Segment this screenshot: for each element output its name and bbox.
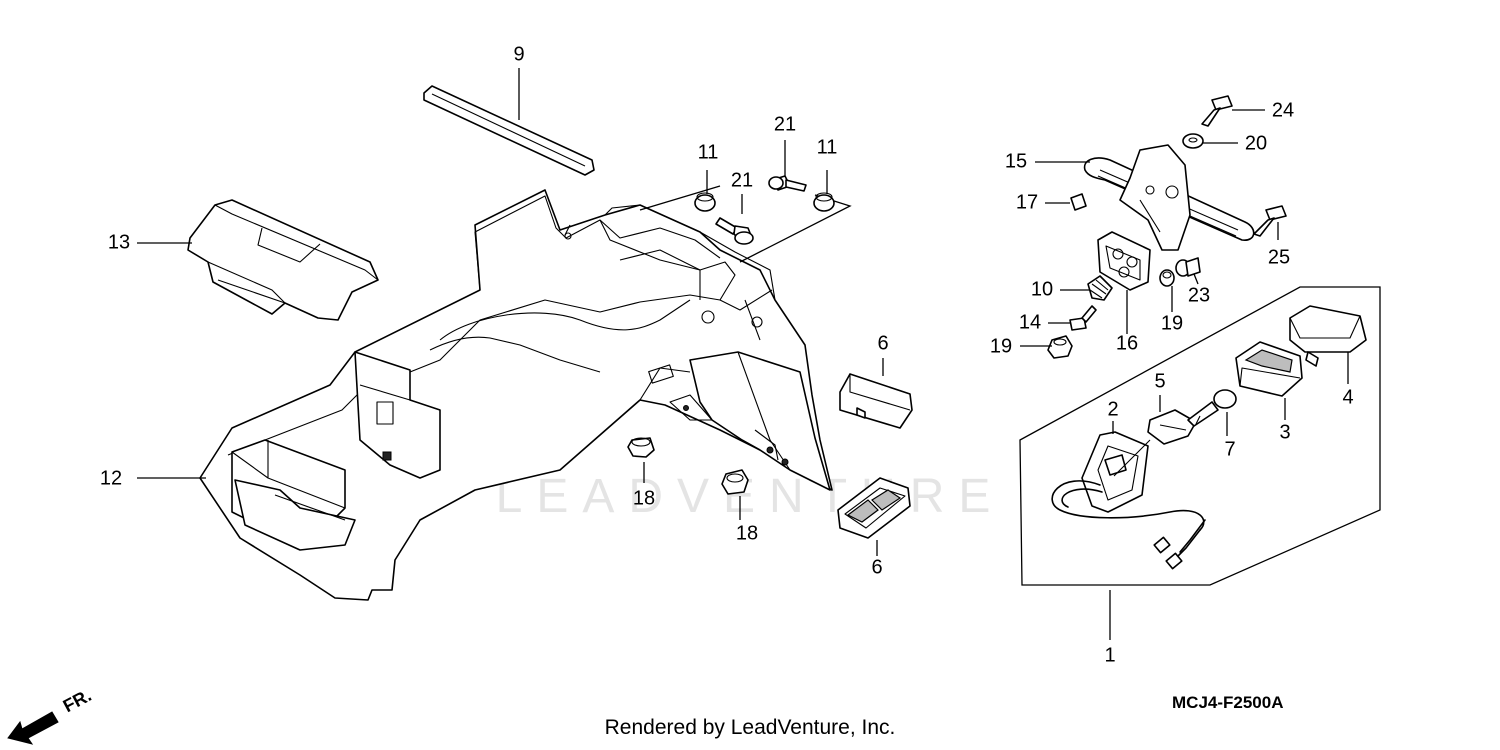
part-20-washer[interactable] (1182, 133, 1204, 149)
part-19-nut-upper[interactable] (1159, 269, 1175, 287)
callout-2: 2 (1107, 398, 1118, 420)
part-25-bolt[interactable] (1253, 205, 1287, 237)
part-18-nut-left[interactable] (627, 437, 655, 458)
diagram-code: MCJ4-F2500A (1172, 693, 1284, 712)
callout-7: 7 (1224, 438, 1235, 460)
callout-21-left: 21 (731, 169, 753, 191)
callout-9: 9 (513, 43, 524, 65)
callout-11-left: 11 (698, 141, 719, 163)
callout-10: 10 (1031, 278, 1053, 300)
part-15-tail-bracket[interactable] (1083, 144, 1255, 251)
callout-23: 23 (1188, 284, 1210, 306)
callout-5: 5 (1154, 370, 1165, 392)
part-19-nut-lower[interactable] (1047, 335, 1073, 359)
part-13-tray-cover[interactable] (187, 199, 379, 321)
part-14-screw[interactable] (1069, 305, 1097, 331)
part-10-spring[interactable] (1087, 275, 1113, 301)
part-6-reflector-lower[interactable] (837, 477, 911, 539)
callout-11-right: 11 (817, 136, 838, 158)
part-11-grommet-right[interactable] (813, 192, 835, 212)
part-12-rear-fender[interactable] (199, 189, 833, 601)
callout-18-left: 18 (633, 487, 655, 509)
callout-16: 16 (1116, 332, 1138, 354)
part-3-inner-lens[interactable] (1235, 341, 1303, 397)
watermark-text: LEADVENTURE (496, 470, 1005, 523)
part-11-grommet-left[interactable] (694, 192, 716, 212)
part-18-nut-right[interactable] (721, 469, 749, 495)
callout-24: 24 (1272, 99, 1294, 121)
callout-6-lower: 6 (871, 556, 882, 578)
part-6-reflector-upper[interactable] (839, 373, 913, 429)
direction-label: FR. (60, 685, 95, 716)
credit-text: Rendered by LeadVenture, Inc. (604, 716, 896, 739)
part-7-bulb[interactable] (1187, 389, 1237, 427)
part-21-bolt-right[interactable] (768, 175, 807, 192)
callout-19-upper: 19 (1161, 312, 1183, 334)
callout-15: 15 (1005, 150, 1027, 172)
part-23-collar[interactable] (1175, 257, 1201, 277)
callout-17: 17 (1016, 191, 1038, 213)
callout-12: 12 (100, 467, 122, 489)
callout-14: 14 (1019, 311, 1041, 333)
callout-20: 20 (1245, 132, 1267, 154)
callout-4: 4 (1342, 386, 1353, 408)
part-24-bolt[interactable] (1201, 95, 1233, 127)
callout-3: 3 (1279, 421, 1290, 443)
callout-25: 25 (1268, 246, 1290, 268)
part-5-gasket[interactable] (1147, 409, 1197, 445)
callout-18-right: 18 (736, 522, 758, 544)
part-16-mounting-plate[interactable] (1097, 231, 1151, 291)
part-4-outer-lens[interactable] (1289, 305, 1367, 367)
part-17-grommet[interactable] (1070, 193, 1087, 211)
part-21-bolt-left[interactable] (715, 217, 754, 245)
callout-21-right: 21 (774, 113, 796, 135)
callout-1: 1 (1104, 644, 1115, 666)
part-9-seal-strip[interactable] (423, 85, 595, 176)
callout-19-lower: 19 (990, 335, 1012, 357)
callout-6-upper: 6 (877, 332, 888, 354)
arrow-icon (7, 711, 59, 745)
callout-13: 13 (108, 231, 130, 253)
part-2-socket-assembly[interactable] (1051, 431, 1206, 570)
